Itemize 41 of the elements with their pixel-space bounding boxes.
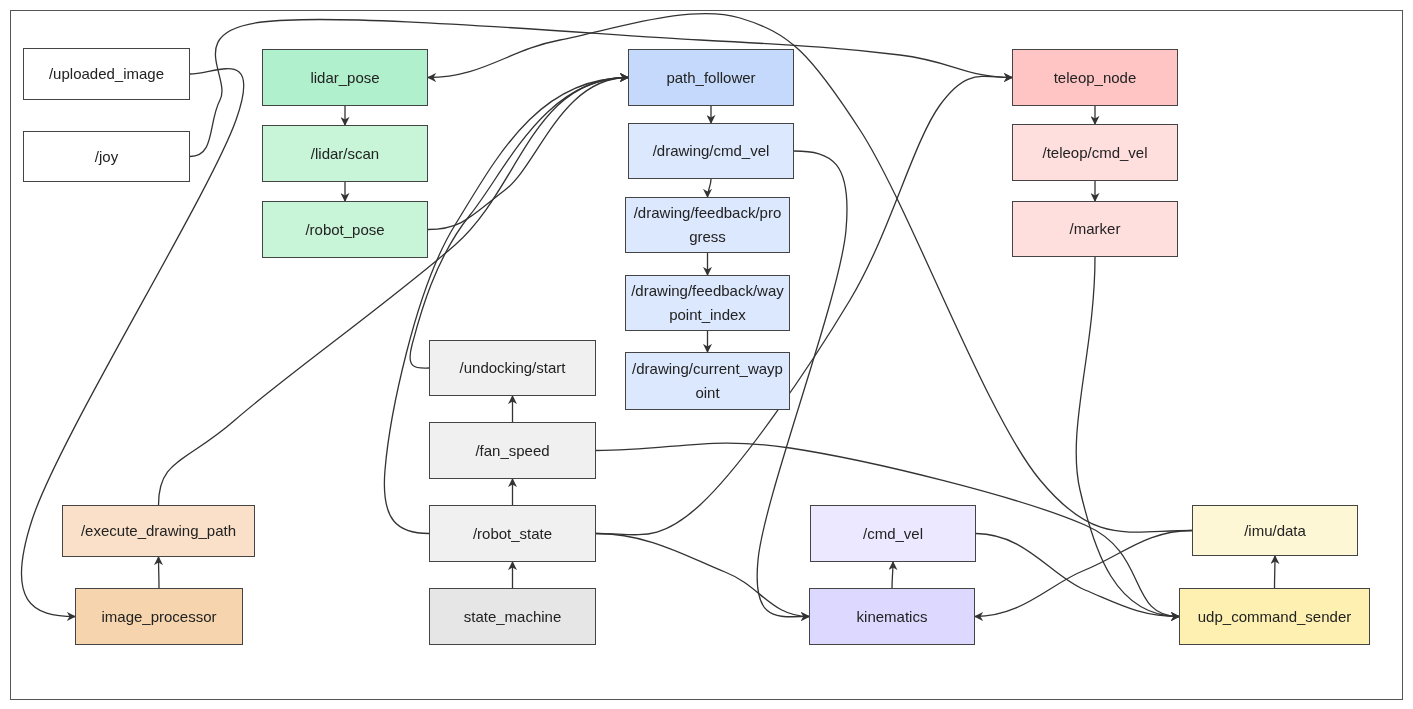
topic-box: /drawing/cmd_vel [628, 123, 794, 179]
topic-box: teleop_node [1012, 49, 1178, 106]
arrow [340, 105, 350, 126]
topic-box: state_machine [429, 588, 596, 645]
arrow [1090, 105, 1100, 125]
topic-box: /robot_pose [262, 201, 428, 258]
topic-box: /marker [1012, 201, 1178, 257]
arrow [1090, 180, 1100, 202]
arrow [703, 330, 712, 353]
topic-box: /drawing/feedback/waypoint_index [625, 275, 790, 331]
arrow [703, 252, 712, 276]
topic-box: /uploaded_image [23, 48, 190, 100]
topic-box: path_follower [628, 49, 794, 106]
topic-box: image_processor [75, 588, 243, 645]
topic-box: /joy [23, 131, 190, 182]
arrow [888, 561, 898, 589]
topic-box: /execute_drawing_path [62, 505, 255, 557]
arrow [508, 395, 517, 423]
arrow [508, 478, 517, 506]
topic-box: /imu/data [1192, 505, 1358, 556]
arrow [154, 556, 164, 589]
topic-box: udp_command_sender [1179, 588, 1370, 645]
topic-box: kinematics [809, 588, 975, 645]
topic-box: /lidar/scan [262, 125, 428, 182]
topic-box: /fan_speed [429, 422, 596, 479]
arrow [703, 178, 713, 198]
arrow [595, 532, 810, 621]
arrow [383, 73, 629, 535]
topic-box: /undocking/start [429, 340, 596, 396]
topic-box: /drawing/current_waypoint [625, 352, 790, 410]
topic-box: lidar_pose [262, 49, 428, 106]
arrow [706, 105, 716, 124]
topic-box: /drawing/feedback/progress [625, 197, 790, 253]
arrow [427, 13, 1193, 533]
topic-box: /cmd_vel [810, 505, 976, 562]
arrow [508, 561, 517, 589]
arrow [340, 181, 350, 202]
topic-box: /teleop/cmd_vel [1012, 124, 1178, 181]
topic-box: /robot_state [429, 505, 596, 562]
arrow [20, 68, 245, 621]
arrow [1270, 555, 1280, 589]
